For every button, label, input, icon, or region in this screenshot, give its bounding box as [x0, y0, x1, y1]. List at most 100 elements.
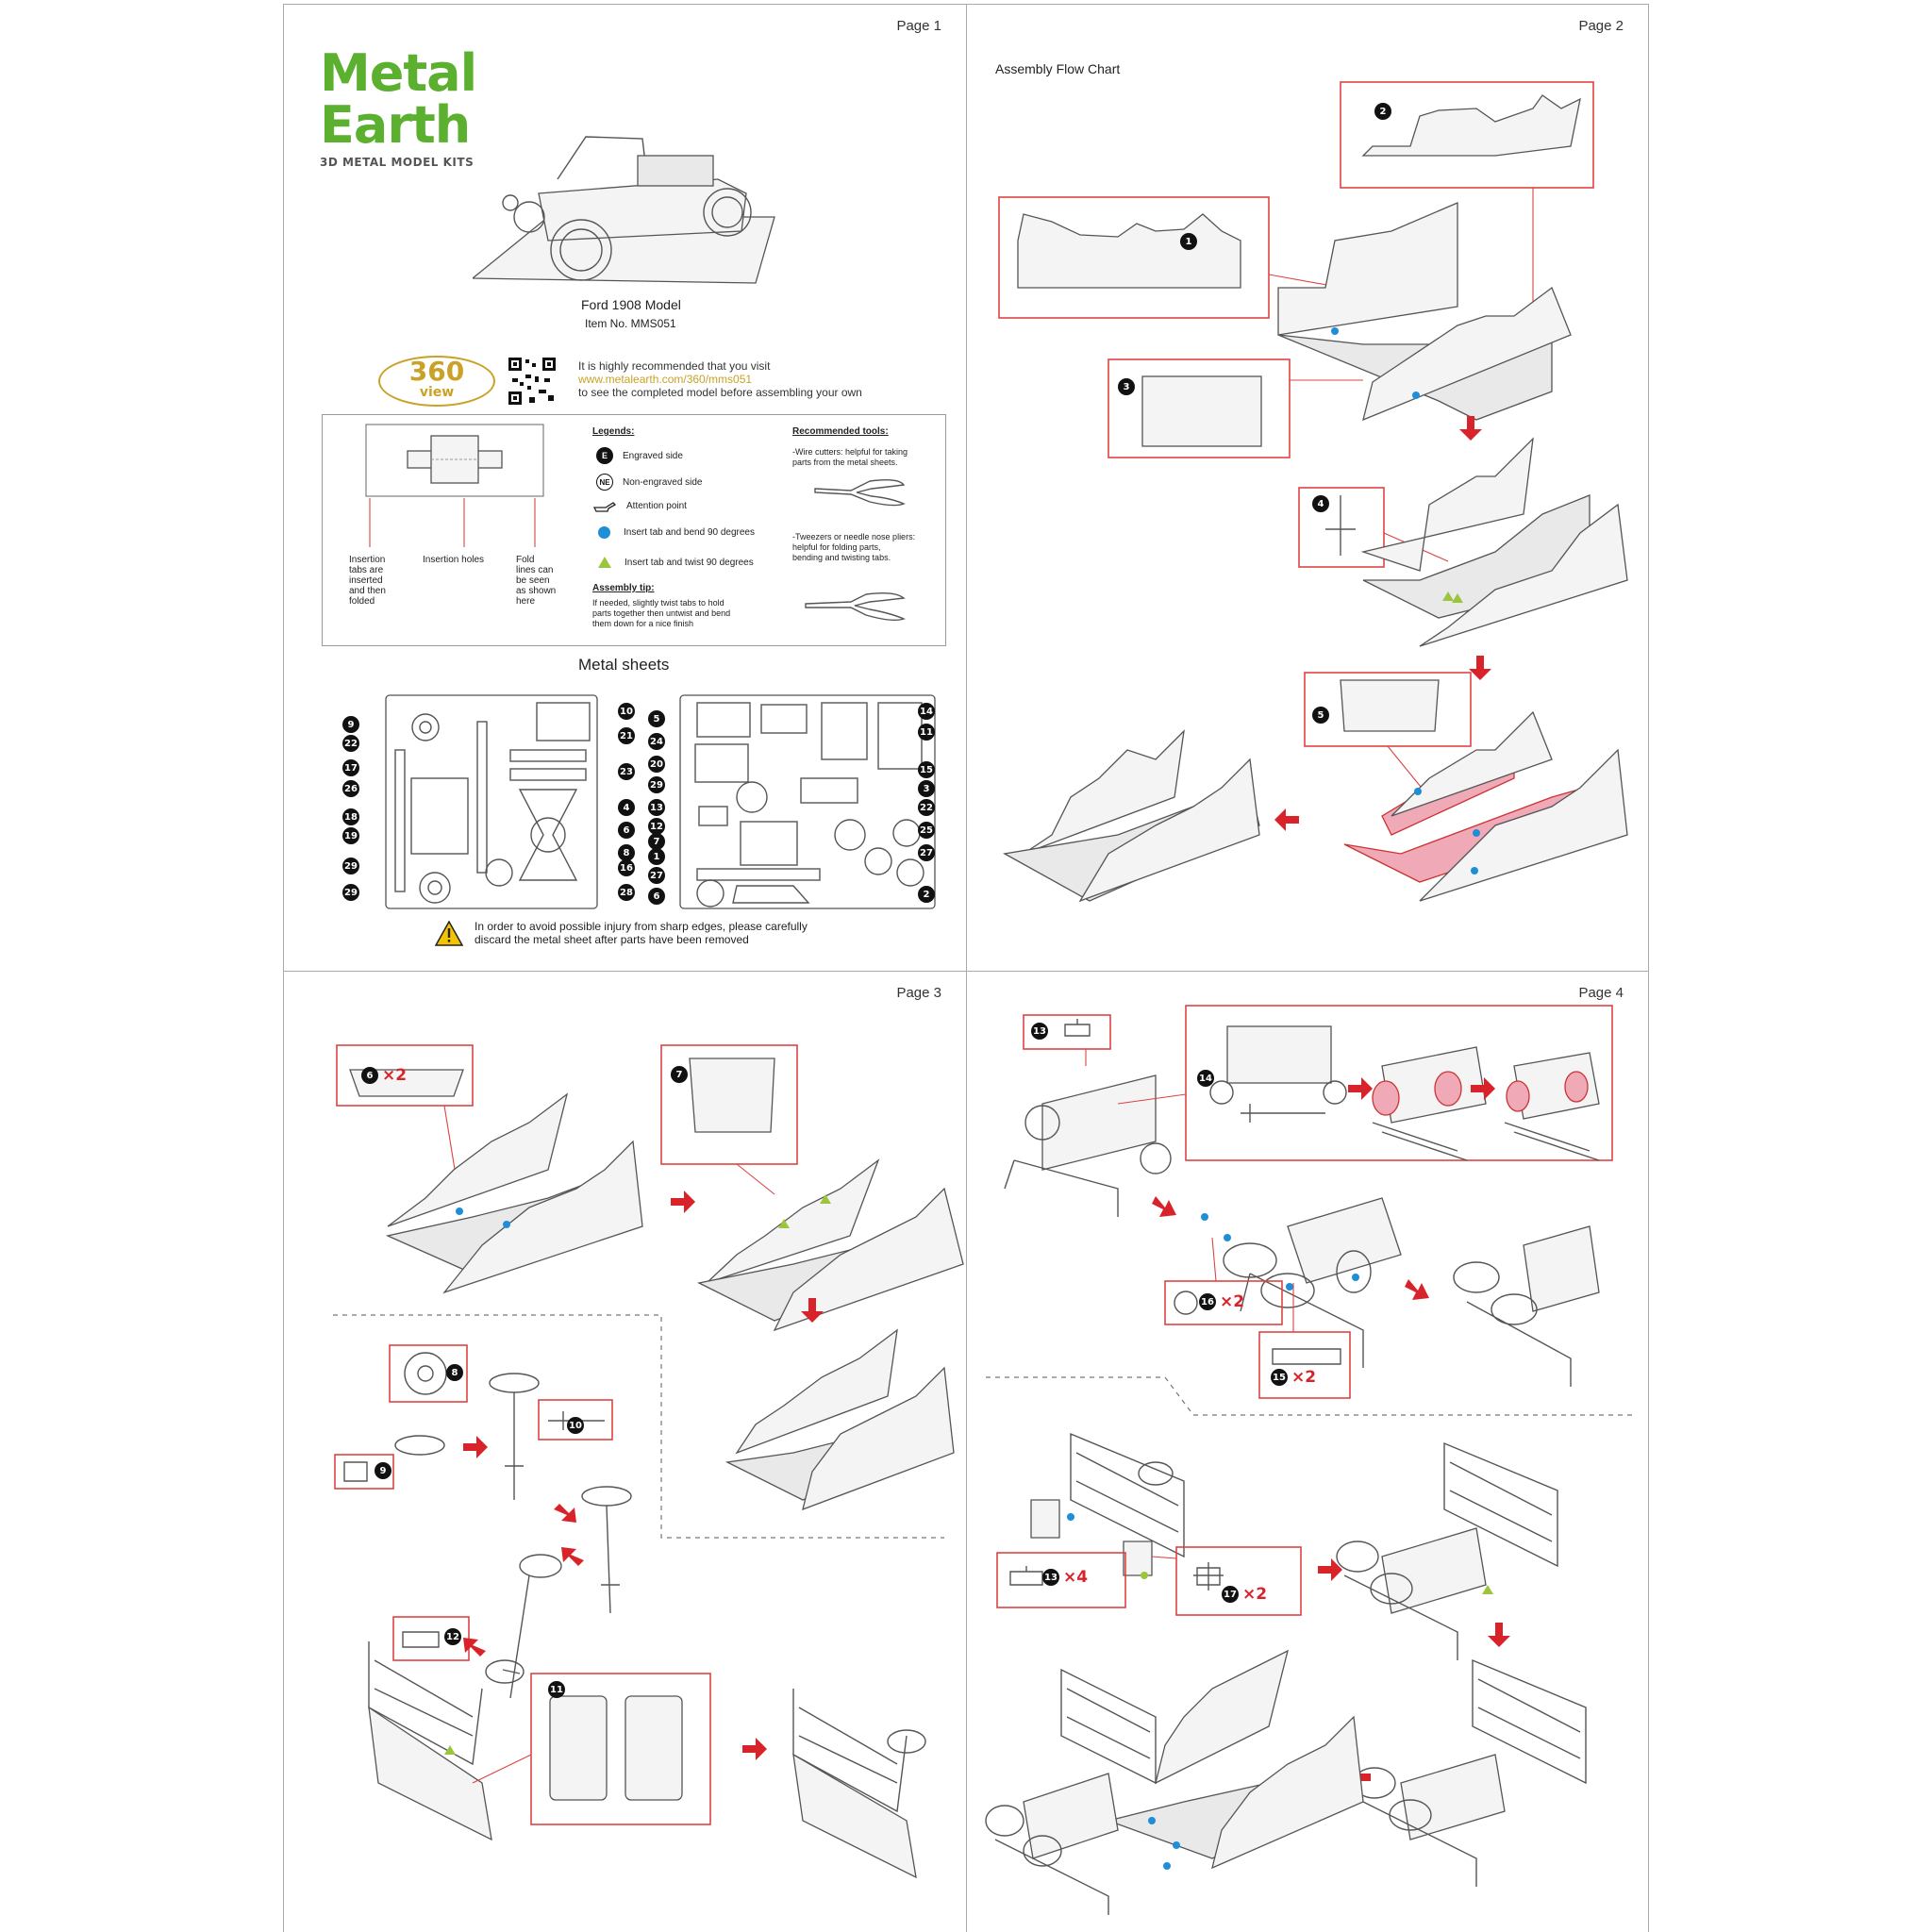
part-1-shape: [1017, 213, 1241, 289]
down-left-arrow-icon-2: [463, 1638, 486, 1657]
part-1-frame: [998, 196, 1270, 319]
car-headlamp: [502, 194, 519, 211]
part-14-frame: [1185, 1005, 1613, 1161]
part-10-frame: [538, 1399, 613, 1441]
part-number: 10: [618, 703, 635, 720]
view360-url[interactable]: www.metalearth.com/360/mms051: [578, 373, 753, 386]
part-number-badge: 2: [1374, 103, 1391, 120]
part-number-badge: 14: [1197, 1070, 1214, 1087]
dashboard-panel: [368, 1706, 492, 1841]
warning-text: In order to avoid possible injury from s…: [475, 920, 808, 946]
part-number: 14: [1197, 1070, 1214, 1087]
page-number: Page 3: [896, 985, 941, 1001]
part-2-frame: [1340, 81, 1594, 189]
part-number: 29: [342, 858, 359, 874]
part-number: 7: [671, 1066, 688, 1083]
part-number: 6: [618, 822, 635, 839]
part-number-badge: 12: [648, 818, 665, 835]
part-number: 22: [918, 799, 935, 816]
final-car-seat: [1155, 1649, 1289, 1785]
page2-diagram: [998, 81, 1628, 903]
part-7-shape: [689, 1058, 775, 1133]
asm-a-side: [442, 1140, 643, 1294]
part-13-frame: [1023, 1014, 1111, 1050]
part-number-badge: 23: [618, 763, 635, 780]
part-number: 22: [342, 735, 359, 752]
part-number: 5: [648, 710, 665, 727]
car-wheel-side: [513, 201, 545, 233]
part-number-badge: 6: [618, 822, 635, 839]
assembly-step4-side: [1078, 758, 1260, 903]
assembly-tip-title: Assembly tip:: [592, 583, 655, 593]
car-windshield: [557, 136, 648, 180]
part-11-left: [549, 1695, 608, 1801]
car-illustration: [473, 136, 775, 284]
part-number: 4: [1312, 495, 1329, 512]
view360-line1: It is highly recommended that you visit: [578, 359, 771, 373]
part-2-shape: [1361, 94, 1581, 157]
part-number-badge: 16: [618, 859, 635, 876]
part-number: 27: [918, 844, 935, 861]
page-4: Page 4: [966, 972, 1649, 1932]
part-number: 12: [648, 818, 665, 835]
page-1: Page 1 Metal Earth 3D METAL MODEL KITS F…: [283, 4, 966, 972]
section-divider: [333, 1314, 944, 1539]
logo-tagline: 3D METAL MODEL KITS: [320, 156, 475, 169]
car-wheel-front: [550, 219, 612, 281]
part-6-shape: [349, 1069, 464, 1097]
view360-number: 360: [408, 356, 465, 387]
part-number: 28: [618, 884, 635, 901]
section-divider: [986, 1376, 1637, 1416]
view360-badge: 360 view: [378, 356, 495, 407]
part-14-flat: [1226, 1025, 1332, 1084]
view360-text: It is highly recommended that you visit …: [578, 359, 862, 399]
pointing-hand-icon: [592, 502, 617, 512]
part-number-badge: 13×4: [1042, 1568, 1088, 1587]
asm-b-side: [773, 1187, 964, 1332]
part-quantity: ×2: [1242, 1585, 1268, 1604]
part-number: 6: [361, 1067, 378, 1084]
part-number-badge: 5: [1312, 707, 1329, 724]
part-number: 20: [648, 756, 665, 773]
final-car-side: [1211, 1715, 1364, 1870]
dashboard-final-panel: [792, 1753, 917, 1879]
assembly-step4-seat: [1023, 729, 1185, 855]
part-number-badge: 3: [918, 780, 935, 797]
part-number: 17: [1222, 1586, 1239, 1603]
part-number: 13: [1031, 1023, 1048, 1040]
part-number: 19: [342, 827, 359, 844]
part-number-badge: 27: [648, 867, 665, 884]
part-number: 16: [618, 859, 635, 876]
down-arrow-icon: [1488, 1623, 1510, 1647]
part-quantity: ×2: [382, 1066, 408, 1085]
assembly-step3-side: [1419, 748, 1628, 902]
part-13-installed-a: [1030, 1499, 1060, 1539]
part-number-badge: 1: [1180, 233, 1197, 250]
qr-code-icon: [507, 356, 558, 407]
part-7-frame: [660, 1044, 798, 1165]
part-number: 29: [342, 884, 359, 901]
part-number: 27: [648, 867, 665, 884]
part-number-badge: 29: [342, 858, 359, 874]
part-number: 26: [342, 780, 359, 797]
part-number: 13: [648, 799, 665, 816]
part-number: 6: [648, 888, 665, 905]
left-arrow-icon: [1274, 808, 1299, 831]
part-quantity: ×2: [1220, 1292, 1245, 1311]
part-number-badge: 16×2: [1199, 1292, 1244, 1311]
final-car-dash: [1060, 1668, 1157, 1785]
warning-row: In order to avoid possible injury from s…: [435, 920, 808, 946]
dashboard-frame-b: [1443, 1441, 1558, 1568]
part-number: 10: [567, 1417, 584, 1434]
logo-line-metal: Metal: [320, 43, 477, 103]
part-quantity: ×4: [1063, 1568, 1089, 1587]
model-item-number: Item No. MMS051: [585, 317, 676, 330]
part-3-shape: [1141, 375, 1262, 447]
part-9-frame: [334, 1454, 394, 1490]
assembly-step3-seat: [1391, 710, 1553, 817]
dashboard-frame-a: [1070, 1432, 1185, 1558]
part-number-badge: 24: [648, 733, 665, 750]
logo-line-earth: Earth: [320, 95, 471, 155]
part-number-badge: 15: [918, 761, 935, 778]
